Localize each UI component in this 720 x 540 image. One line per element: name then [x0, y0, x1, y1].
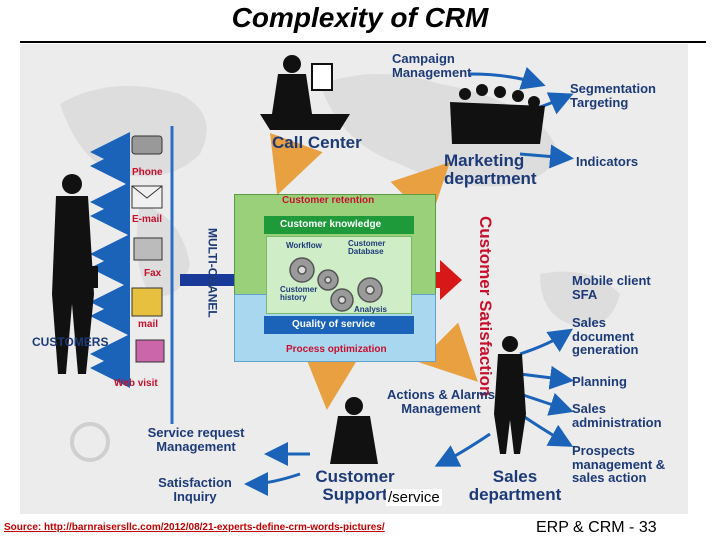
service-request-label: Service request Management — [147, 425, 245, 454]
knowledge-bar — [264, 216, 414, 234]
process-optimization-label: Process optimization — [286, 344, 387, 355]
input-arrow — [180, 264, 262, 296]
analysis-label: Analysis — [354, 305, 387, 314]
service-overlay-text: /service — [386, 489, 442, 506]
customer-knowledge-label: Customer knowledge — [280, 219, 382, 230]
customer-support-label: Customer Support — [315, 467, 395, 504]
customers-label: CUSTOMERS — [32, 335, 109, 349]
prospects-management-label: Prospects management & sales action — [572, 443, 666, 486]
web-visit-label: Web visit — [114, 378, 158, 389]
workflow-label: Workflow — [286, 241, 322, 250]
database-label: Customer Database — [348, 239, 386, 257]
people-silhouettes — [52, 55, 545, 464]
call-center-label: Call Center — [272, 133, 362, 152]
fax-label: Fax — [144, 268, 162, 279]
sales-department-label: Sales department — [468, 467, 562, 504]
marketing-department-label: Marketing department — [444, 151, 537, 188]
phone-label: Phone — [132, 167, 163, 178]
customer-satisfaction-label: Customer Satisfaction — [476, 216, 495, 397]
actions-alarms-label: Actions & Alarms Management — [387, 387, 495, 416]
page-label: ERP & CRM - 33 — [536, 519, 657, 536]
customer-retention-label: Customer retention — [282, 195, 375, 206]
crm-diagram: Customer retention Customer knowledge Wo… — [20, 44, 688, 514]
channel-icons — [131, 135, 165, 363]
mobile-sfa-label: Mobile client SFA — [572, 273, 651, 302]
quality-bar — [264, 316, 414, 334]
sales-administration-label: Sales administration — [572, 401, 662, 430]
satisfaction-inquiry-label: Satisfaction Inquiry — [158, 475, 232, 504]
multichannel-label: MULTI-CHANEL — [205, 228, 220, 318]
email-label: E-mail — [132, 214, 163, 225]
segmentation-targeting-label: Segmentation Targeting — [570, 81, 656, 110]
planning-label: Planning — [572, 374, 627, 389]
sales-document-label: Sales document generation — [572, 315, 639, 358]
channel-arrows — [90, 132, 130, 388]
quality-of-service-label: Quality of service — [292, 319, 376, 330]
history-label: Customer history — [280, 285, 318, 303]
flow-arrows — [270, 132, 478, 410]
indicators-label: Indicators — [576, 154, 639, 169]
title-rule — [20, 41, 706, 43]
source-link[interactable]: Source: http://barnraisersllc.com/2012/0… — [4, 522, 385, 533]
mail-label: mail — [138, 319, 159, 330]
campaign-management-label: Campaign Management — [392, 51, 472, 80]
slide-title: Complexity of CRM — [231, 2, 489, 33]
